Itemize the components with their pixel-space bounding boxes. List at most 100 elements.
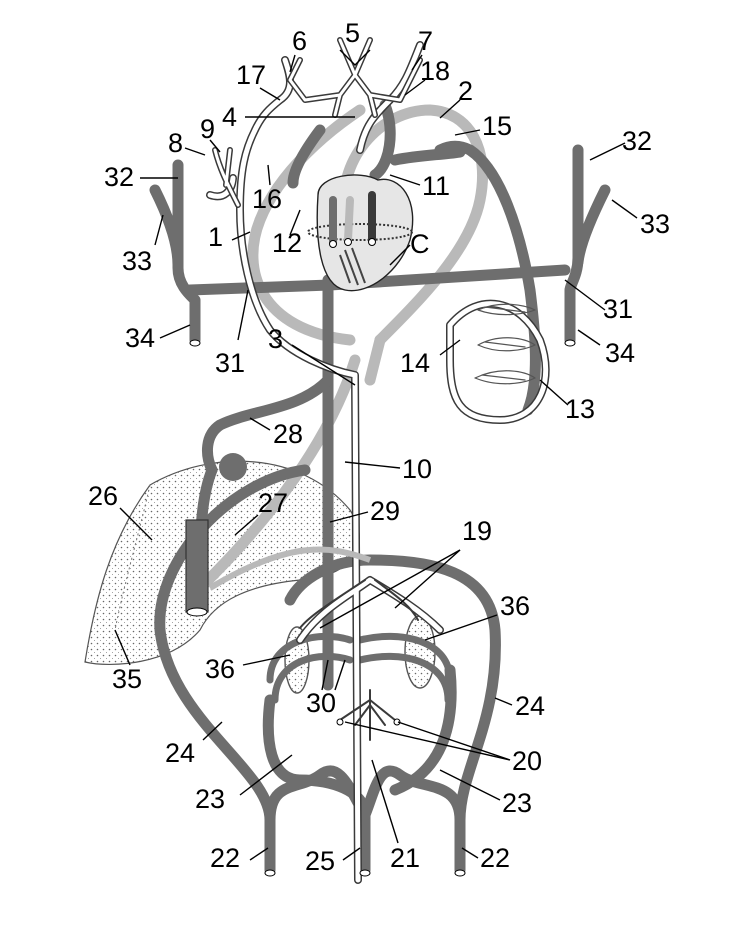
renal-portal-right	[359, 765, 466, 826]
trunk-end-c	[368, 238, 376, 246]
label-4: 4	[222, 102, 237, 132]
label-heart-C: C	[410, 229, 430, 259]
label-31-right: 31	[603, 294, 633, 324]
leader-22-right	[461, 847, 479, 859]
label-8: 8	[168, 128, 183, 158]
cutaneous-artery-left-inner	[213, 148, 240, 207]
renal-vein-right-1	[356, 632, 454, 684]
label-30: 30	[306, 688, 336, 718]
trunk-end-b	[344, 238, 352, 246]
leader-10	[344, 461, 401, 469]
label-23-right: 23	[502, 788, 532, 818]
cap-25	[359, 869, 371, 877]
renal-art-inner	[297, 577, 443, 643]
leader-26	[119, 507, 153, 541]
label-2: 2	[458, 76, 473, 106]
leader-16	[267, 164, 271, 186]
leader-32-right	[589, 142, 626, 161]
leader-8	[184, 147, 206, 156]
lung-bundle-2	[477, 337, 536, 352]
leader-2	[439, 99, 461, 119]
leader-20a	[344, 721, 511, 761]
leader-36-right	[424, 614, 498, 641]
leader-31-left	[237, 289, 249, 341]
label-12: 12	[272, 228, 302, 258]
cap-22-right	[454, 869, 466, 877]
heart-ventricle	[316, 174, 414, 292]
cutaneous-vein-right	[572, 184, 611, 268]
aortic-trunk-b	[344, 196, 354, 244]
artery-to-kidney-19a	[299, 579, 366, 629]
cutaneous-vein-left	[149, 184, 184, 271]
cap-hepatic	[186, 607, 208, 617]
label-20: 20	[512, 746, 542, 776]
label-22-left: 22	[210, 843, 240, 873]
vessel-end-caps	[186, 339, 576, 877]
lung-capillaries	[474, 303, 536, 385]
leader-33-right	[611, 199, 638, 219]
label-7: 7	[418, 26, 433, 56]
head-artery-web-inner	[288, 38, 422, 117]
cap-22-left	[264, 869, 276, 877]
femoral-vein-right	[284, 554, 501, 876]
label-10: 10	[402, 454, 432, 484]
leader-18	[404, 79, 426, 96]
leader-5	[339, 49, 371, 66]
artery-end-a	[336, 718, 344, 726]
label-21: 21	[390, 843, 420, 873]
hepatic-sinus	[219, 453, 247, 481]
leader-23-right	[439, 769, 501, 801]
leader-24-right	[494, 697, 513, 706]
lung-bundle-3	[474, 370, 536, 385]
abdominal-vein	[202, 374, 334, 476]
label-22-right: 22	[480, 843, 510, 873]
leader-34-right	[577, 329, 601, 346]
label-14: 14	[400, 348, 430, 378]
hepatic-portal-vein	[208, 546, 372, 591]
label-36-right: 36	[500, 591, 530, 621]
label-24-right: 24	[515, 691, 545, 721]
label-17: 17	[236, 60, 266, 90]
label-31-left: 31	[215, 348, 245, 378]
ventricle-band	[307, 223, 413, 241]
leader-30b	[334, 659, 346, 691]
label-33-left: 33	[122, 246, 152, 276]
brachial-art-left-inner	[207, 175, 236, 199]
label-29: 29	[370, 496, 400, 526]
vena-cava-upper	[389, 146, 466, 166]
leader-9	[209, 139, 221, 153]
liver-lobe-edge	[114, 484, 151, 631]
leader-22-left	[249, 847, 269, 861]
leader-14	[439, 339, 461, 356]
subclavian-vein	[184, 264, 571, 296]
leader-23-left	[239, 754, 293, 796]
leader-34-left	[159, 324, 191, 339]
leader-C	[389, 244, 411, 266]
leader-36-left	[242, 654, 291, 666]
leader-20b	[397, 721, 511, 761]
label-13: 13	[565, 394, 595, 424]
jugular-left	[287, 124, 326, 189]
venous-vessels	[149, 99, 611, 876]
leader-6	[289, 54, 296, 73]
hepatic-vein-block	[185, 519, 209, 613]
kidney-right	[404, 615, 436, 689]
cap-34-right	[564, 339, 576, 347]
leader-12	[289, 209, 301, 236]
leader-24-left	[202, 721, 223, 741]
label-19: 19	[462, 516, 492, 546]
label-36-left: 36	[205, 654, 235, 684]
label-15: 15	[482, 111, 512, 141]
femoral-vein-left	[154, 464, 311, 876]
leader-27	[234, 514, 259, 536]
label-5: 5	[345, 18, 360, 48]
label-9: 9	[200, 114, 215, 144]
renal-vein-right-2	[356, 652, 452, 704]
leader-30a	[321, 659, 329, 691]
leader-28	[249, 417, 271, 431]
label-32-left: 32	[104, 162, 134, 192]
label-28: 28	[273, 419, 303, 449]
leader-19b	[394, 549, 461, 609]
pelvic-vein-right	[389, 664, 457, 796]
